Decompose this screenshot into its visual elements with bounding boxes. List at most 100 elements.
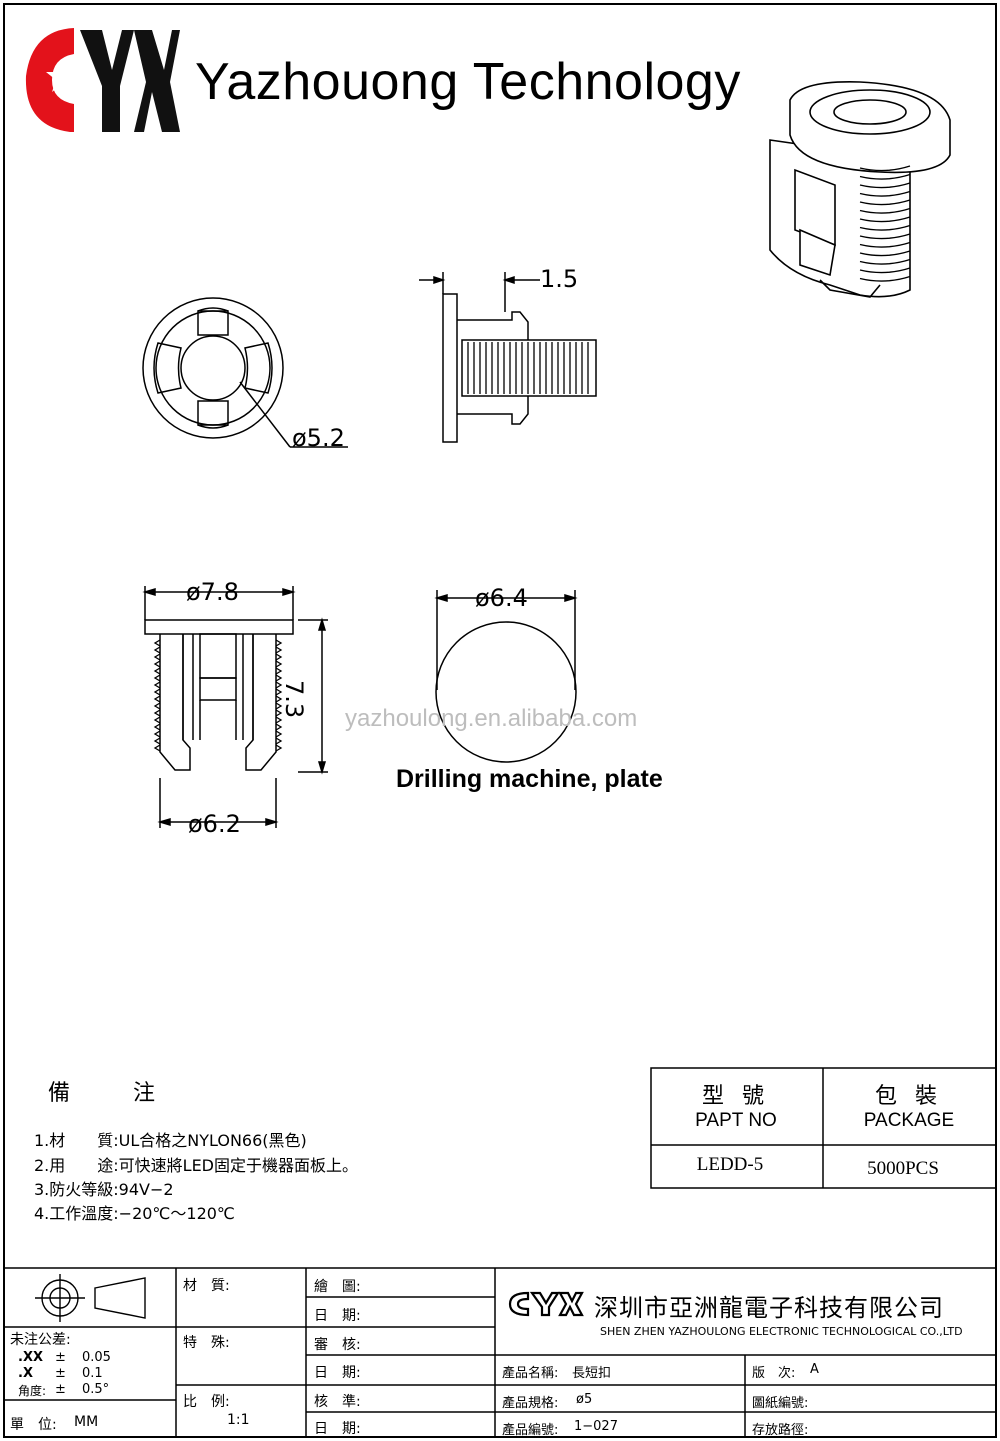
note-item: 4.工作溫度:−20℃～120℃ bbox=[34, 1204, 235, 1223]
company-name-zh: 深圳市亞洲龍電子科技有限公司 bbox=[594, 1294, 944, 1322]
approve-label: 核 準: bbox=[314, 1394, 361, 1410]
rib-tooth bbox=[275, 646, 283, 654]
product-name-value: 長短扣 bbox=[572, 1366, 612, 1381]
package-table: 型 號 PAPT NO 包 裝 PACKAGE LEDD-5 5000PCS bbox=[650, 1068, 996, 1188]
material-label: 材 質: bbox=[183, 1278, 230, 1294]
logo-letter-x bbox=[134, 30, 180, 132]
product-spec-label: 產品規格: bbox=[502, 1396, 559, 1411]
tol-key: .XX bbox=[18, 1350, 43, 1365]
rib-tooth bbox=[153, 667, 161, 675]
rib-tooth bbox=[275, 737, 283, 745]
title-block-grid bbox=[4, 1267, 996, 1437]
rib-tooth bbox=[153, 709, 161, 717]
flange-diameter-label: ø7.8 bbox=[186, 578, 239, 606]
iso-rib bbox=[859, 182, 911, 189]
version-label: 版 次: bbox=[752, 1366, 796, 1381]
cyx-logo bbox=[25, 28, 180, 132]
tol-pm: ± bbox=[55, 1382, 66, 1397]
rib-tooth bbox=[275, 702, 283, 710]
rib-tooth bbox=[275, 730, 283, 738]
rib-tooth bbox=[153, 653, 161, 661]
tol-key: 角度: bbox=[18, 1384, 47, 1398]
iso-rib bbox=[859, 258, 911, 265]
rib-tooth bbox=[275, 667, 283, 675]
rib-tooth bbox=[275, 723, 283, 731]
note-item: 3.防火等級:94V−2 bbox=[34, 1180, 174, 1199]
company-name-en: SHEN ZHEN YAZHOULONG ELECTRONIC TECHNOLO… bbox=[600, 1325, 963, 1338]
isometric-view bbox=[769, 81, 951, 298]
package-value: 5000PCS bbox=[867, 1158, 939, 1179]
rib-tooth bbox=[153, 660, 161, 668]
hole-diameter-label: ø6.4 bbox=[475, 584, 528, 612]
part-no-header-zh: 型 號 bbox=[701, 1083, 771, 1108]
rib-tooth bbox=[275, 695, 283, 703]
date-label: 日 期: bbox=[314, 1421, 361, 1437]
logo-letter-c bbox=[25, 28, 78, 132]
iso-rib bbox=[859, 199, 911, 206]
iso-rib bbox=[859, 233, 911, 240]
package-header-en: PACKAGE bbox=[863, 1110, 955, 1131]
iso-rib bbox=[859, 165, 911, 172]
rib-tooth bbox=[275, 681, 283, 689]
hole-caption: Drilling machine, plate bbox=[396, 765, 663, 793]
rib-tooth bbox=[275, 744, 283, 752]
rib-tooth bbox=[153, 695, 161, 703]
date-label: 日 期: bbox=[314, 1365, 361, 1381]
iso-rib bbox=[859, 207, 911, 214]
iso-rib bbox=[859, 190, 911, 197]
drawn-label: 繪 圖: bbox=[314, 1279, 361, 1295]
special-label: 特 殊: bbox=[183, 1335, 230, 1351]
body-diameter-label: ø6.2 bbox=[188, 810, 241, 838]
date-label: 日 期: bbox=[314, 1308, 361, 1324]
rib-tooth bbox=[275, 716, 283, 724]
tol-pm: ± bbox=[55, 1366, 66, 1381]
unit-value: MM bbox=[74, 1414, 99, 1430]
title-block-logo bbox=[508, 1291, 584, 1317]
tol-key: .X bbox=[18, 1366, 33, 1381]
iso-rib bbox=[859, 267, 911, 274]
version-value: A bbox=[810, 1362, 819, 1377]
isometric-view-ribs bbox=[859, 165, 911, 282]
rib-tooth bbox=[275, 639, 283, 647]
iso-rib bbox=[859, 216, 911, 223]
product-code-value: 1−027 bbox=[574, 1419, 618, 1434]
tol-value: 0.5° bbox=[82, 1382, 110, 1397]
package-header-zh: 包 裝 bbox=[874, 1083, 944, 1108]
storage-label: 存放路徑: bbox=[752, 1423, 809, 1438]
unit-label: 單 位: bbox=[10, 1417, 57, 1433]
rib-tooth bbox=[153, 716, 161, 724]
tol-value: 0.1 bbox=[82, 1366, 103, 1381]
rib-tooth bbox=[153, 646, 161, 654]
product-code-label: 產品編號: bbox=[502, 1423, 559, 1438]
projection-symbol-icon bbox=[35, 1274, 146, 1322]
review-label: 審 核: bbox=[314, 1337, 361, 1353]
rib-tooth bbox=[153, 702, 161, 710]
part-no-header-en: PAPT NO bbox=[695, 1110, 777, 1131]
product-spec-value: ø5 bbox=[576, 1392, 593, 1407]
rib-tooth bbox=[153, 737, 161, 745]
iso-rib bbox=[859, 275, 911, 282]
scale-value: 1:1 bbox=[227, 1412, 250, 1428]
tolerance-label: 未注公差: bbox=[10, 1332, 71, 1348]
product-name-label: 產品名稱: bbox=[502, 1366, 559, 1381]
rib-tooth bbox=[275, 709, 283, 717]
rib-tooth bbox=[153, 723, 161, 731]
rib-tooth bbox=[153, 674, 161, 682]
package-table-grid bbox=[650, 1067, 997, 1189]
iso-rib bbox=[859, 173, 911, 180]
rib-tooth bbox=[275, 660, 283, 668]
rib-tooth bbox=[153, 744, 161, 752]
part-no-value: LEDD-5 bbox=[696, 1154, 764, 1175]
tol-value: 0.05 bbox=[82, 1350, 111, 1365]
rib-tooth bbox=[153, 730, 161, 738]
side-view bbox=[419, 272, 597, 443]
drawing-no-label: 圖紙編號: bbox=[752, 1396, 809, 1411]
iso-rib bbox=[859, 241, 911, 248]
end-view bbox=[142, 297, 348, 448]
notes-title: 備 注 bbox=[48, 1081, 183, 1106]
iso-rib bbox=[859, 250, 911, 257]
scale-label: 比 例: bbox=[183, 1394, 230, 1410]
flange-thickness-label: 1.5 bbox=[540, 265, 579, 293]
company-name: Yazhouong Technology bbox=[195, 53, 741, 111]
